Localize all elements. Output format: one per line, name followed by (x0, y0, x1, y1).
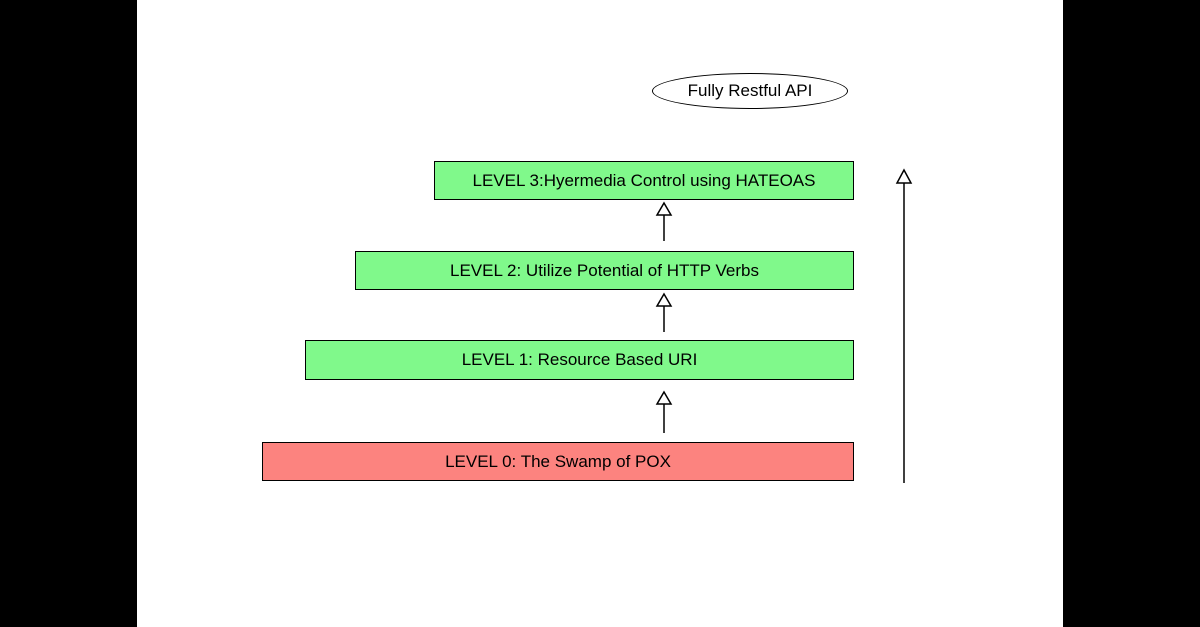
goal-ellipse: Fully Restful API (652, 73, 848, 109)
diagram-canvas: Fully Restful API LEVEL 3:Hyermedia Cont… (137, 0, 1063, 627)
level-2-label: LEVEL 2: Utilize Potential of HTTP Verbs (450, 260, 759, 280)
up-arrow-icon (895, 168, 913, 483)
level-3-box: LEVEL 3:Hyermedia Control using HATEOAS (434, 161, 854, 200)
level-3-label: LEVEL 3:Hyermedia Control using HATEOAS (472, 170, 816, 190)
level-1-label: LEVEL 1: Resource Based URI (461, 350, 698, 369)
level-0-box: LEVEL 0: The Swamp of POX (262, 442, 854, 481)
up-arrow-icon (655, 201, 673, 241)
up-arrow-icon (655, 390, 673, 433)
level-0-label: LEVEL 0: The Swamp of POX (445, 451, 671, 471)
level-2-box: LEVEL 2: Utilize Potential of HTTP Verbs (355, 251, 854, 290)
level-1-box: LEVEL 1: Resource Based URI (305, 340, 854, 380)
goal-label: Fully Restful API (687, 81, 813, 100)
up-arrow-icon (655, 292, 673, 332)
